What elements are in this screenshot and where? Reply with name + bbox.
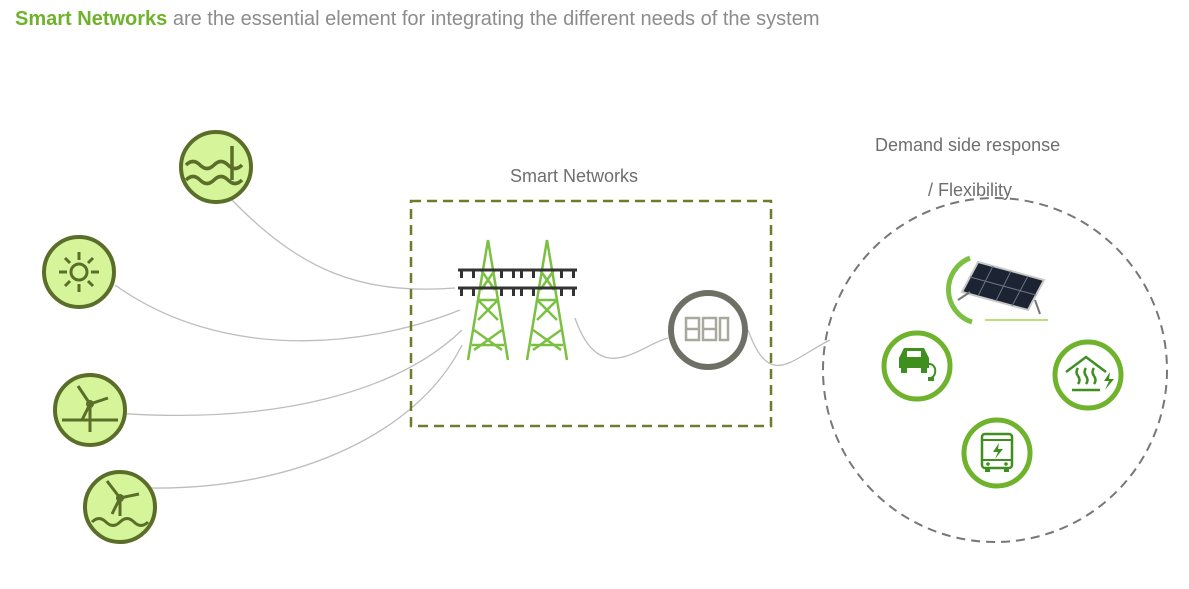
connector-offshore <box>149 344 463 489</box>
demand-response-label-line2: / Flexibility <box>928 180 1013 200</box>
wind-turbine-icon <box>53 373 127 447</box>
headline: Smart Networks are the essential element… <box>15 8 820 31</box>
transmission-tower-icon <box>458 239 577 361</box>
connector-tower-meter <box>574 317 669 359</box>
electric-car-icon <box>881 330 953 402</box>
demand-response-label-line1: Demand side response <box>875 135 1061 155</box>
electric-heating-icon <box>1052 339 1124 411</box>
electric-bus-icon <box>961 417 1033 489</box>
connector-solar <box>114 284 461 342</box>
demand-side-circle <box>822 197 1168 543</box>
connector-wind <box>114 329 463 416</box>
solar-panel-icon <box>945 255 1048 325</box>
smart-networks-label: Smart Networks <box>510 166 639 186</box>
smart-meter-icon <box>668 290 748 370</box>
solar-sun-icon <box>42 235 116 309</box>
connector-meter-demand <box>747 329 831 367</box>
offshore-wind-turbine-icon <box>83 470 157 544</box>
connector-lines <box>114 199 831 489</box>
headline-strong: Smart Networks <box>15 8 168 30</box>
wave-energy-icon <box>179 130 253 204</box>
smart-networks-frame <box>409 199 773 428</box>
connector-wave <box>231 199 456 290</box>
headline-rest: are the essential element for integratin… <box>167 8 820 30</box>
